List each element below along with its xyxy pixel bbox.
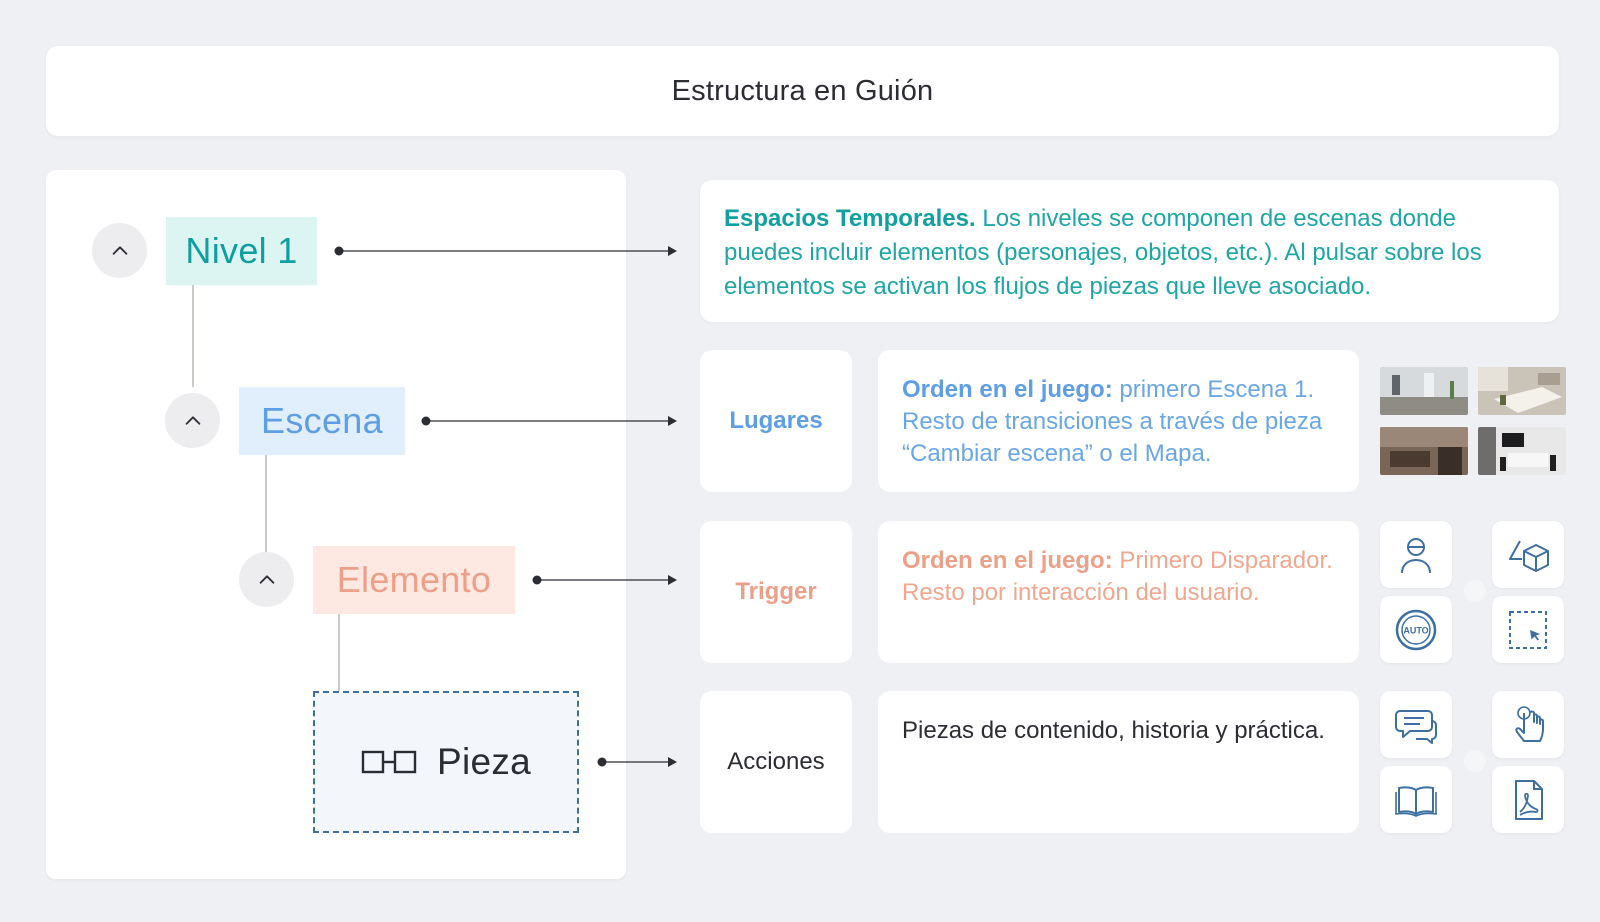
trigger-character-tile[interactable] bbox=[1380, 521, 1452, 588]
auto-icon-label: AUTO bbox=[1403, 625, 1428, 635]
arrow-escena bbox=[421, 415, 679, 427]
description-bold: Espacios Temporales. bbox=[724, 205, 976, 232]
action-pdf-tile[interactable] bbox=[1492, 766, 1564, 833]
arrow-pieza bbox=[597, 756, 679, 768]
node-escena[interactable]: Escena bbox=[239, 387, 405, 455]
title-card: Estructura en Guión bbox=[46, 46, 1559, 136]
scene-thumbnail-1[interactable] bbox=[1380, 367, 1468, 415]
description-body: Los niveles se componen de escenas donde… bbox=[724, 205, 1482, 300]
decorative-dot bbox=[1464, 750, 1486, 772]
row-text-trigger: Orden en el juego: Primero Disparador. R… bbox=[878, 521, 1359, 663]
row-label-acciones: Acciones bbox=[700, 691, 852, 833]
chevron-up-icon bbox=[259, 574, 274, 584]
row-text-lugares-bold: Orden en el juego: bbox=[902, 376, 1113, 403]
collapse-elemento-button[interactable] bbox=[239, 552, 294, 607]
cursor-select-icon bbox=[1509, 610, 1547, 649]
row-text-acciones-body: Piezas de contenido, historia y práctica… bbox=[902, 717, 1325, 744]
action-dialog-tile[interactable] bbox=[1380, 691, 1452, 758]
node-elemento[interactable]: Elemento bbox=[313, 546, 515, 614]
tree-connector-escena bbox=[265, 455, 267, 553]
collapse-escena-button[interactable] bbox=[165, 393, 220, 448]
row-text-lugares: Orden en el juego: primero Escena 1. Res… bbox=[878, 350, 1359, 492]
collapse-nivel-button[interactable] bbox=[92, 223, 147, 278]
page-title: Estructura en Guión bbox=[671, 74, 934, 107]
scene-thumbnail-3[interactable] bbox=[1380, 427, 1468, 475]
chat-icon bbox=[1395, 709, 1437, 744]
node-pieza-label: Pieza bbox=[436, 741, 532, 782]
tree-connector-nivel bbox=[192, 285, 194, 387]
row-text-trigger-body: Primero Disparador. Resto por interacció… bbox=[902, 547, 1333, 606]
arrow-nivel bbox=[334, 245, 679, 257]
arrow-elemento bbox=[532, 574, 679, 586]
row-text-lugares-body: primero Escena 1. Resto de transiciones … bbox=[902, 376, 1323, 467]
scene-thumbnail-2[interactable] bbox=[1478, 367, 1566, 415]
cube-icon bbox=[1509, 540, 1549, 572]
description-text: Espacios Temporales. Los niveles se comp… bbox=[724, 202, 1535, 304]
row-label-trigger: Trigger bbox=[700, 521, 852, 663]
piece-icon bbox=[361, 750, 417, 774]
decorative-dot bbox=[1464, 580, 1486, 602]
trigger-click-tile[interactable] bbox=[1492, 596, 1564, 663]
row-label-lugares: Lugares bbox=[700, 350, 852, 492]
touch-icon bbox=[1515, 705, 1544, 742]
node-nivel[interactable]: Nivel 1 bbox=[166, 217, 317, 285]
book-icon bbox=[1395, 785, 1437, 817]
row-text-acciones: Piezas de contenido, historia y práctica… bbox=[878, 691, 1359, 833]
node-pieza[interactable]: Pieza bbox=[313, 691, 579, 833]
chevron-up-icon bbox=[112, 245, 127, 255]
tree-connector-elemento bbox=[338, 614, 340, 691]
description-card: Espacios Temporales. Los niveles se comp… bbox=[700, 180, 1559, 322]
pdf-icon bbox=[1515, 779, 1543, 820]
action-interact-tile[interactable] bbox=[1492, 691, 1564, 758]
chevron-up-icon bbox=[185, 415, 200, 425]
row-text-trigger-bold: Orden en el juego: bbox=[902, 547, 1113, 574]
trigger-auto-tile[interactable]: AUTO bbox=[1380, 596, 1452, 663]
user-icon bbox=[1401, 537, 1431, 573]
trigger-object-tile[interactable] bbox=[1492, 521, 1564, 588]
scene-thumbnail-4[interactable] bbox=[1478, 427, 1566, 475]
auto-icon: AUTO bbox=[1395, 609, 1437, 650]
action-reading-tile[interactable] bbox=[1380, 766, 1452, 833]
